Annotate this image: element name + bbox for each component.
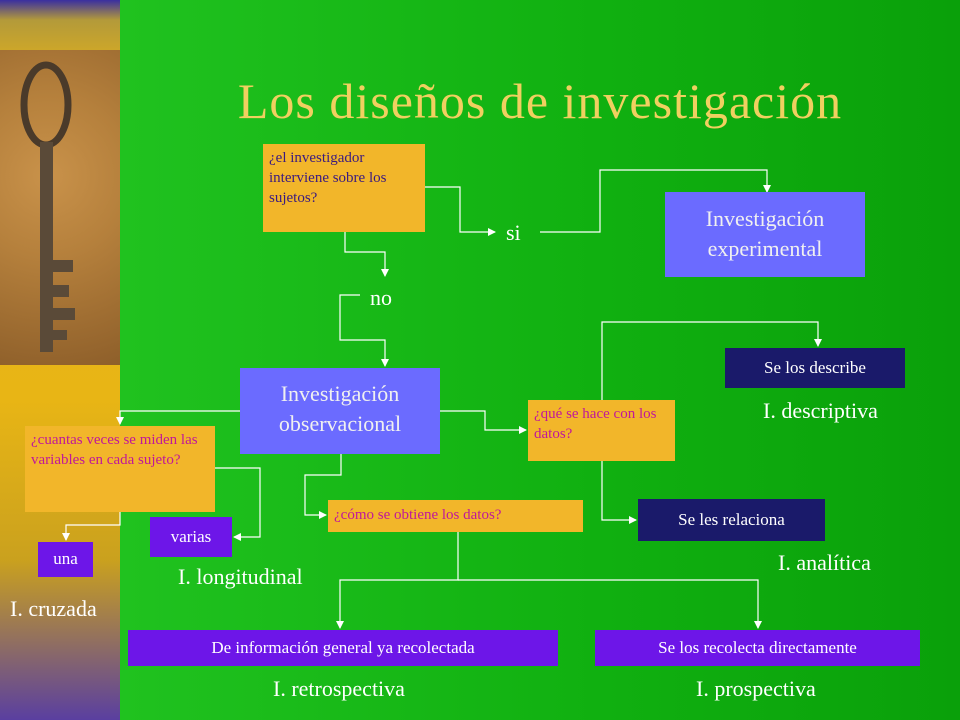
- general-text: De información general ya recolectada: [211, 638, 475, 657]
- directamente-text: Se los recolecta directamente: [658, 638, 857, 657]
- question-intervene-box: ¿el investigador interviene sobre los su…: [263, 144, 425, 232]
- analitica-label: I. analítica: [778, 550, 871, 575]
- describe-box: Se los describe: [725, 348, 905, 388]
- varias-text: varias: [170, 527, 212, 546]
- slide-title: Los diseños de investigación: [237, 73, 843, 129]
- general-box: De información general ya recolectada: [128, 630, 558, 666]
- question-obtiene-box: ¿cómo se obtiene los datos?: [328, 500, 583, 532]
- observacional-box: Investigación observacional: [240, 368, 440, 454]
- question-obtiene-text: ¿cómo se obtiene los datos?: [334, 507, 502, 523]
- question-veces-box: ¿cuantas veces se miden las variables en…: [25, 426, 215, 512]
- si-label: si: [506, 220, 521, 245]
- question-datos-text: ¿qué se hace con los datos?: [534, 406, 657, 442]
- directamente-box: Se los recolecta directamente: [595, 630, 920, 666]
- observacional-text: Investigación observacional: [278, 381, 402, 436]
- experimental-text: Investigación experimental: [705, 206, 825, 261]
- relaciona-text: Se les relaciona: [678, 510, 785, 529]
- prospectiva-label: I. prospectiva: [696, 676, 816, 701]
- experimental-box: Investigación experimental: [665, 192, 865, 277]
- question-veces-text: ¿cuantas veces se miden las variables en…: [31, 432, 198, 468]
- relaciona-box: Se les relaciona: [638, 499, 825, 541]
- question-intervene-text: ¿el investigador interviene sobre los su…: [269, 150, 387, 206]
- no-label: no: [370, 285, 392, 310]
- key-image: [0, 50, 120, 365]
- key-icon: [20, 61, 75, 352]
- una-box: una: [38, 542, 93, 577]
- cruzada-label: I. cruzada: [10, 596, 97, 621]
- question-datos-box: ¿qué se hace con los datos?: [528, 400, 675, 461]
- descriptiva-label: I. descriptiva: [763, 398, 878, 423]
- una-text: una: [53, 549, 78, 568]
- describe-text: Se los describe: [764, 358, 866, 377]
- retrospectiva-label: I. retrospectiva: [273, 676, 405, 701]
- varias-box: varias: [150, 517, 232, 557]
- longitudinal-label: I. longitudinal: [178, 564, 303, 589]
